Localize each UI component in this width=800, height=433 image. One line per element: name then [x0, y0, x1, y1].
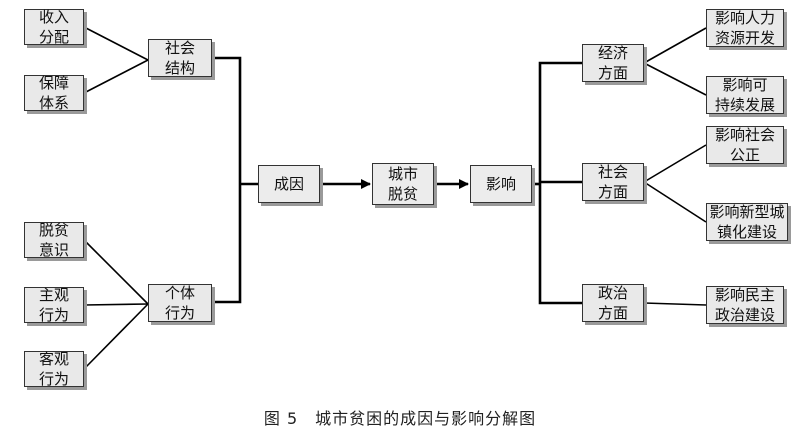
connector-political-to-democracy — [643, 302, 707, 306]
node-social-structure: 社会 结构 — [148, 39, 212, 77]
node-poverty-awareness: 脱贫 意识 — [24, 221, 84, 259]
node-individual-behavior: 个体 行为 — [148, 284, 212, 322]
connector-bracket-left — [212, 56, 242, 304]
node-democratic-politics: 影响民主 政治建设 — [706, 286, 784, 324]
connector-social-to-justice — [643, 144, 707, 183]
node-social-justice: 影响社会 公正 — [706, 126, 784, 164]
connector-awareness-to-individual — [83, 239, 149, 305]
connector-social-to-urbanization — [643, 181, 707, 223]
node-security-system: 保障 体系 — [24, 74, 84, 112]
node-subjective-behavior: 主观 行为 — [24, 286, 84, 324]
node-impacts: 影响 — [470, 165, 532, 203]
node-hr-development: 影响人力 资源开发 — [706, 9, 784, 47]
node-objective-behavior: 客观 行为 — [24, 350, 84, 388]
connector-economic-to-sustainable — [643, 62, 707, 96]
connector-objective-to-individual — [83, 303, 149, 370]
figure-caption: 图 5 城市贫困的成因与影响分解图 — [263, 409, 537, 428]
connector-subjective-to-individual — [83, 303, 149, 306]
node-political-aspect: 政治 方面 — [582, 284, 644, 322]
connector-economic-to-hr — [643, 27, 707, 64]
node-new-urbanization: 影响新型城 镇化建设 — [706, 203, 788, 241]
node-income-distribution: 收入 分配 — [24, 8, 84, 46]
node-urban-poverty-alleviation: 城市 脱贫 — [372, 163, 434, 205]
node-social-aspect: 社会 方面 — [582, 163, 644, 201]
node-economic-aspect: 经济 方面 — [582, 44, 644, 82]
node-sustainable-development: 影响可 持续发展 — [706, 76, 784, 114]
node-causes: 成因 — [258, 165, 320, 203]
connector-security-to-structure — [83, 59, 149, 94]
connector-income-to-structure — [83, 26, 149, 61]
